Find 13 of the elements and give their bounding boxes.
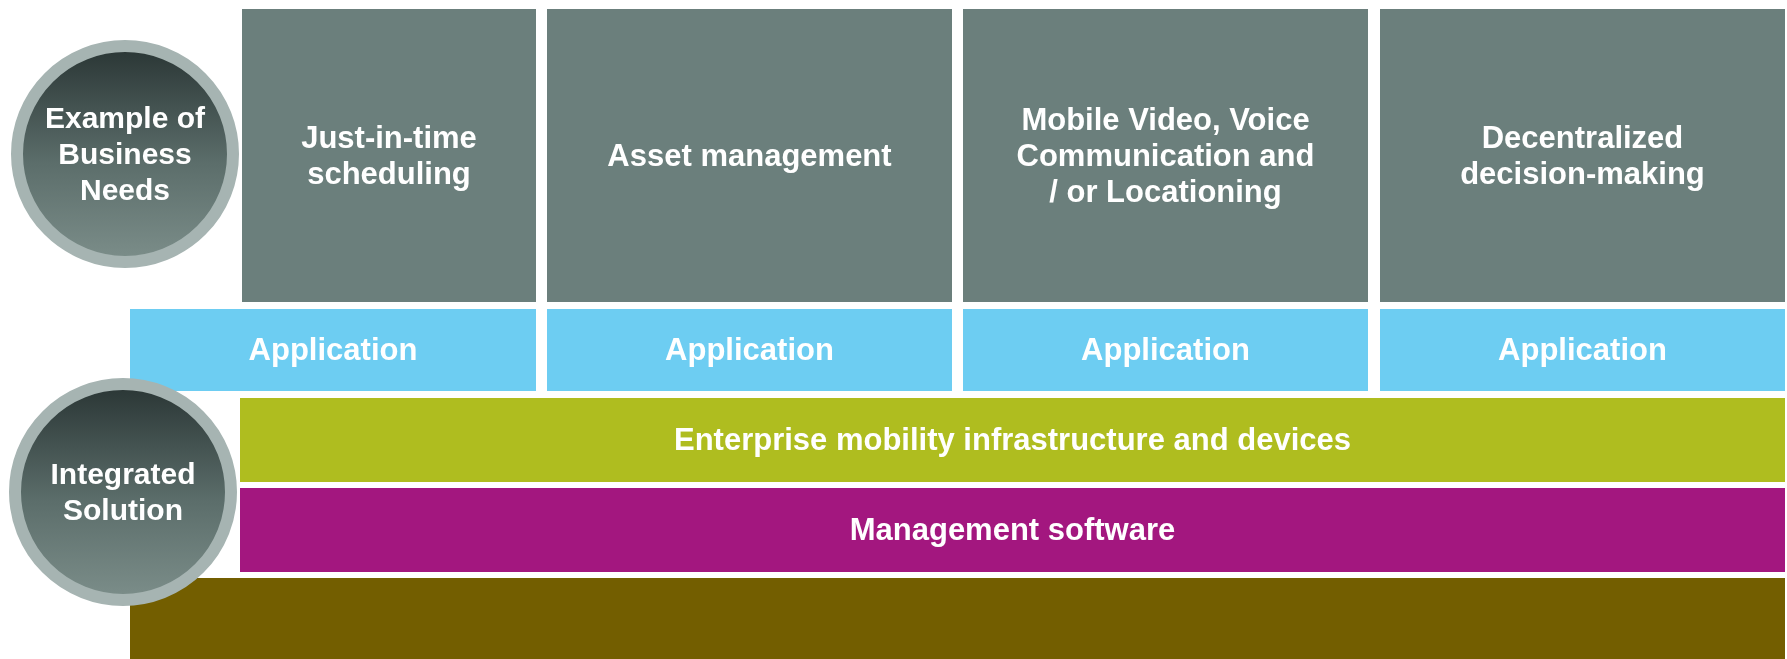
application-tile: Application: [1380, 309, 1785, 391]
need-tile: Mobile Video, Voice Communication and / or Locationing: [963, 9, 1368, 302]
label-circle: Integrated Solution: [9, 378, 237, 606]
application-tile: Application: [130, 309, 536, 391]
need-tile: Just-in-time scheduling: [242, 9, 536, 302]
layer-bar: [130, 578, 1785, 659]
label-circle: Example of Business Needs: [11, 40, 239, 268]
application-tile: Application: [963, 309, 1368, 391]
need-tile: Asset management: [547, 9, 952, 302]
need-tile: Decentralized decision-making: [1380, 9, 1785, 302]
layer-bar: Management software: [240, 488, 1785, 572]
application-tile: Application: [547, 309, 952, 391]
layer-bar: Enterprise mobility infrastructure and devices: [240, 398, 1785, 482]
